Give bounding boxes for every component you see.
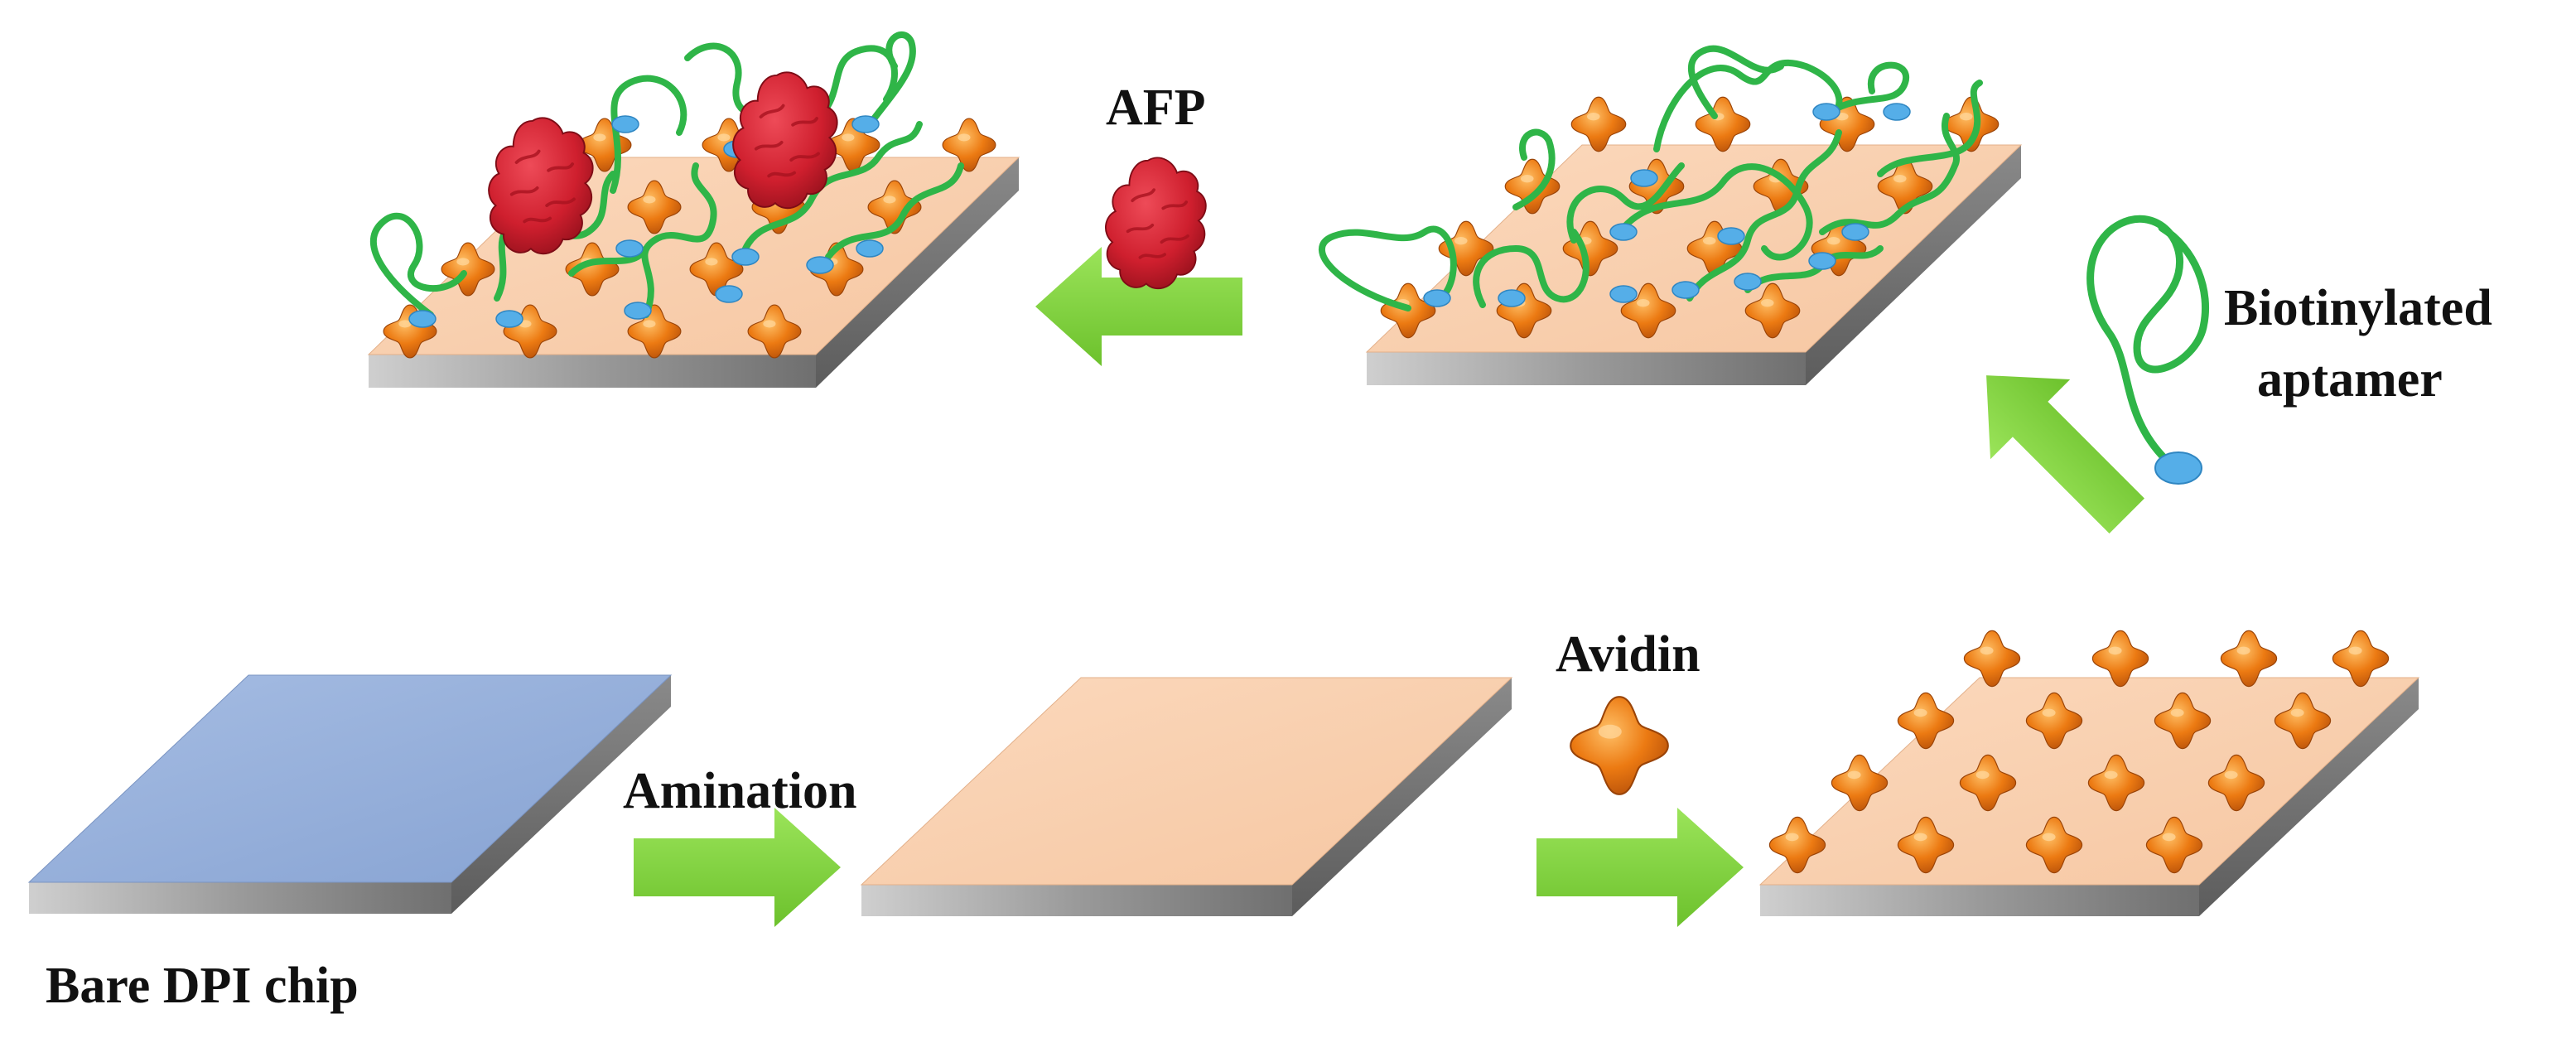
biotin-dots [1423, 103, 1911, 307]
biotin-icon [1808, 252, 1836, 270]
green-arrow-icon [1035, 247, 1242, 366]
biotin-icon [495, 310, 523, 328]
biotin-icon [1609, 285, 1638, 303]
biotin-icon [1734, 273, 1762, 291]
afp-protein-icon [1106, 157, 1206, 288]
aptamer-label: aptamer [2257, 351, 2443, 408]
biotin-icon [615, 239, 644, 258]
biotin-icon [731, 248, 760, 266]
green-arrow-icon [634, 808, 841, 927]
afp-protein-icon [489, 118, 593, 253]
biotin-icon [2154, 451, 2202, 485]
biotin-icon [1423, 289, 1451, 307]
avidin-label: Avidin [1556, 626, 1700, 683]
green-arrow-icon [1986, 375, 2144, 533]
avidin-cross-icon [1570, 96, 1627, 152]
biotin-icon [624, 302, 652, 320]
biotin-icon [1609, 223, 1638, 241]
biotin-icon [1717, 227, 1745, 245]
biotin-icon [851, 115, 880, 133]
aptamer-strands [1319, 45, 1983, 311]
biotin-icon [1883, 103, 1911, 121]
bare-chip-label: Bare DPI chip [46, 958, 359, 1014]
bare-dpi-chip-slab [27, 674, 673, 914]
biotin-icon [715, 285, 743, 303]
amination-label: Amination [623, 763, 856, 819]
afp-protein-icon [733, 72, 837, 208]
biotin-icon [856, 239, 884, 258]
green-arrow-icon [1536, 808, 1744, 927]
biotin-icon [1630, 169, 1658, 187]
biotin-icon [806, 256, 834, 274]
afp-label: AFP [1106, 80, 1206, 136]
biotin-icon [611, 115, 639, 133]
biotinylated-label: Biotinylated [2224, 280, 2492, 336]
avidin-cross-icon [1570, 696, 1669, 795]
aptamer-strand-icon [2086, 215, 2210, 485]
biotin-icon [1841, 223, 1869, 241]
biotin-icon [1812, 103, 1840, 121]
biotin-icon [1672, 281, 1700, 299]
biotin-icon [408, 310, 437, 328]
biotin-icon [1498, 289, 1526, 307]
aminated-chip-slab [860, 677, 1513, 916]
